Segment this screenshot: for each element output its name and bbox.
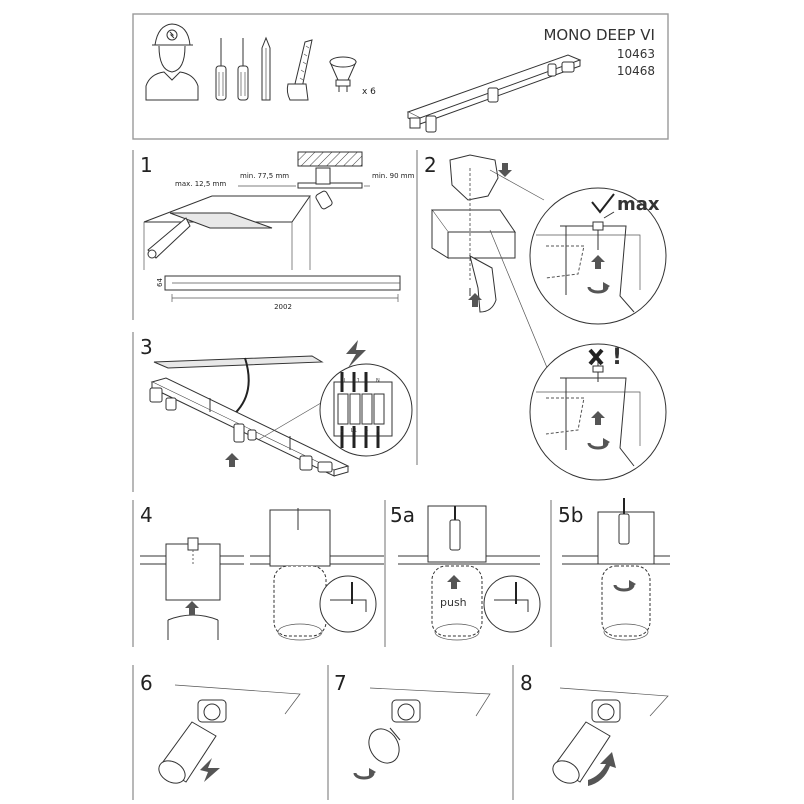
terminal-bottom-l: L	[340, 428, 343, 434]
terminal-bottom-l1: L1	[351, 428, 357, 434]
max-label: max	[617, 194, 660, 215]
step-2-number: 2	[424, 153, 437, 177]
push-label: push	[440, 596, 467, 609]
rail-length: 2002	[274, 303, 292, 311]
warning-icon: !	[612, 345, 622, 370]
step-5b-drawing	[562, 498, 670, 641]
step-6-drawing	[158, 684, 301, 784]
step-7-drawing	[368, 687, 491, 764]
ceiling-cutout-drawing	[143, 195, 311, 270]
terminal-bottom-ground: ⏚	[364, 427, 369, 434]
lightning-icon	[346, 340, 366, 368]
detail-circle-wrong	[529, 343, 667, 481]
step-7-number: 7	[334, 671, 347, 695]
dim-max-ceiling: max. 12,5 mm	[175, 180, 226, 188]
up-arrow-icon	[185, 601, 199, 615]
cross-icon	[588, 348, 604, 366]
step-8-number: 8	[520, 671, 533, 695]
flat-screwdriver-icon	[237, 38, 249, 101]
step-5a-number: 5a	[390, 503, 415, 527]
terminal-block-detail	[319, 363, 413, 457]
gu10-bulb-icon	[329, 56, 357, 92]
header-frame	[132, 13, 669, 140]
terminal-bottom-n: N	[376, 428, 380, 434]
ceiling-opening-drawing	[153, 355, 324, 369]
step-3-number: 3	[140, 335, 153, 359]
step-4-number: 4	[140, 503, 153, 527]
step-8-drawing	[552, 687, 669, 784]
check-icon	[591, 193, 615, 214]
terminal-top-l: L	[344, 378, 347, 384]
track-rail-illustration	[406, 54, 582, 133]
phillips-screwdriver-icon	[215, 38, 227, 101]
dim-min-width: min. 90 mm	[372, 172, 415, 180]
terminal-top-l1: L1	[354, 378, 360, 384]
quantity-label: x 6	[362, 87, 376, 97]
rotate-icon	[353, 766, 378, 780]
ceiling-section-drawing	[297, 151, 363, 210]
step-6-number: 6	[140, 671, 153, 695]
mounting-clip-drawing	[431, 154, 516, 313]
step-5b-number: 5b	[558, 503, 583, 527]
pencil-icon	[261, 36, 271, 101]
down-arrow-icon	[498, 163, 512, 177]
step-5a-drawing	[398, 505, 541, 641]
step-1-number: 1	[140, 153, 153, 177]
saw-cutting-icon	[147, 217, 191, 259]
down-arrow-icon	[200, 758, 220, 782]
product-code-1: 10463	[617, 47, 655, 61]
terminal-top-n: N	[376, 378, 380, 384]
dim-min-depth: min. 77,5 mm	[240, 172, 289, 180]
electrician-icon	[145, 23, 199, 101]
saw-icon	[286, 39, 313, 101]
up-arrow-icon	[225, 453, 239, 467]
product-code-2: 10468	[617, 64, 655, 78]
up-arrow-icon	[588, 752, 616, 786]
detail-circle-correct	[529, 187, 667, 325]
rail-dimension-drawing	[164, 275, 401, 302]
step-4-drawing-a	[140, 537, 244, 640]
product-name: MONO DEEP VI	[543, 26, 655, 44]
rail-installation-drawing	[149, 377, 350, 477]
rail-height: 64	[156, 278, 164, 287]
step-4-drawing-b	[250, 508, 384, 641]
